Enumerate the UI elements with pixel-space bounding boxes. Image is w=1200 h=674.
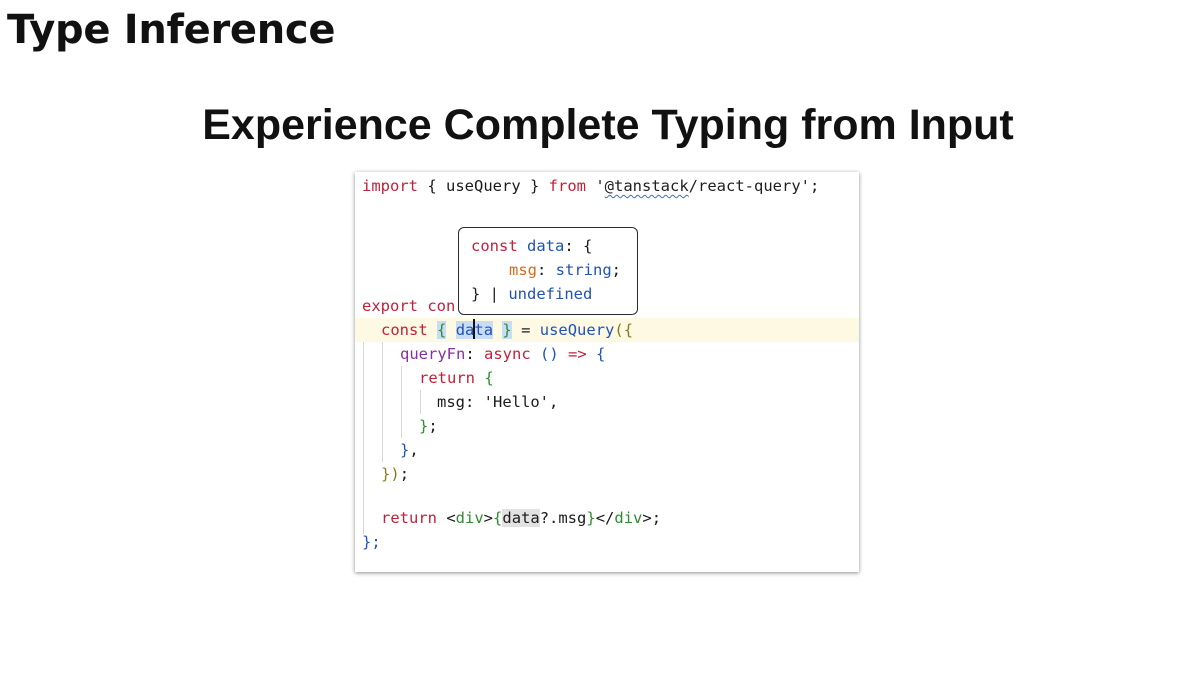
keyword-async: async	[484, 345, 531, 363]
token-arrow: =>	[568, 345, 587, 363]
token: =	[511, 321, 540, 339]
token: <	[437, 509, 456, 527]
code-line-5[interactable]: export con	[355, 294, 859, 318]
token: ;	[810, 177, 820, 195]
package-name-squiggle[interactable]: @tanstack	[604, 177, 689, 195]
package-name-rest: /react-query	[688, 177, 801, 195]
indent-guide	[401, 366, 402, 438]
tooltip-line-3: } | undefined	[471, 285, 593, 303]
token: >;	[642, 509, 662, 527]
code-line-9[interactable]: msg: 'Hello',	[355, 390, 859, 414]
keyword-return: return	[419, 369, 475, 387]
jsx-tag-div: div	[614, 509, 643, 527]
brace-match: {	[437, 321, 447, 339]
identifier-data-reference[interactable]: data	[502, 509, 540, 527]
brace-match: }	[502, 321, 512, 339]
keyword-from: from	[548, 177, 586, 195]
property-queryfn: queryFn	[400, 345, 466, 363]
token: </	[595, 509, 615, 527]
code-line-8[interactable]: return {	[355, 366, 859, 390]
string-quote: '	[800, 177, 810, 195]
token: :	[465, 345, 484, 363]
indent-guide	[363, 486, 364, 534]
token: con	[418, 297, 456, 315]
identifier-usequery: useQuery	[446, 177, 521, 195]
token: {	[623, 321, 634, 339]
token: ,	[409, 441, 419, 459]
code-line-10[interactable]: };	[355, 414, 859, 438]
token	[586, 177, 595, 195]
token: ?.msg	[539, 509, 587, 527]
code-line-11[interactable]: },	[355, 438, 859, 462]
token: (	[614, 321, 624, 339]
slide-title: Experience Complete Typing from Input	[202, 101, 1014, 149]
keyword-const: const	[381, 321, 428, 339]
token: {	[475, 369, 494, 387]
token: ;	[399, 465, 410, 483]
code-line-6-current[interactable]: const { data } = useQuery({	[355, 318, 859, 342]
token: }	[520, 177, 549, 195]
jsx-tag-div: div	[455, 509, 484, 527]
identifier-usequery: useQuery	[539, 321, 615, 339]
token: }	[586, 509, 596, 527]
indent-guide	[363, 318, 364, 486]
type-hover-tooltip: const data: { msg: string; } | undefined	[458, 227, 638, 315]
token: }	[400, 441, 410, 459]
indent-guide	[382, 342, 383, 462]
token: {	[493, 509, 503, 527]
page-heading: Type Inference	[7, 7, 336, 53]
object-property: msg: 'Hello',	[437, 393, 559, 411]
text-cursor	[473, 319, 476, 339]
indent-guide	[420, 390, 421, 414]
code-line-1[interactable]: import { useQuery } from '@tanstack/reac…	[355, 174, 859, 198]
code-line-12[interactable]: });	[355, 462, 859, 486]
code-line-14[interactable]: return <div>{data?.msg}</div>;	[355, 506, 859, 530]
keyword-return: return	[381, 509, 437, 527]
tooltip-line-1: const data: {	[471, 237, 593, 255]
string-quote: '	[595, 177, 605, 195]
code-line-7[interactable]: queryFn: async () => {	[355, 342, 859, 366]
keyword-import: import	[362, 177, 418, 195]
identifier-data[interactable]: data	[455, 319, 494, 339]
keyword-export: export	[362, 297, 418, 315]
tooltip-line-2: msg: string;	[509, 261, 622, 279]
token: }	[419, 417, 429, 435]
token: >	[483, 509, 494, 527]
token: )	[390, 465, 400, 483]
token: };	[362, 533, 381, 551]
token: {	[586, 345, 606, 363]
token: }	[381, 465, 391, 483]
token: ()	[530, 345, 568, 363]
code-line-15[interactable]: };	[355, 530, 859, 554]
token: ;	[428, 417, 438, 435]
token: {	[418, 177, 446, 195]
